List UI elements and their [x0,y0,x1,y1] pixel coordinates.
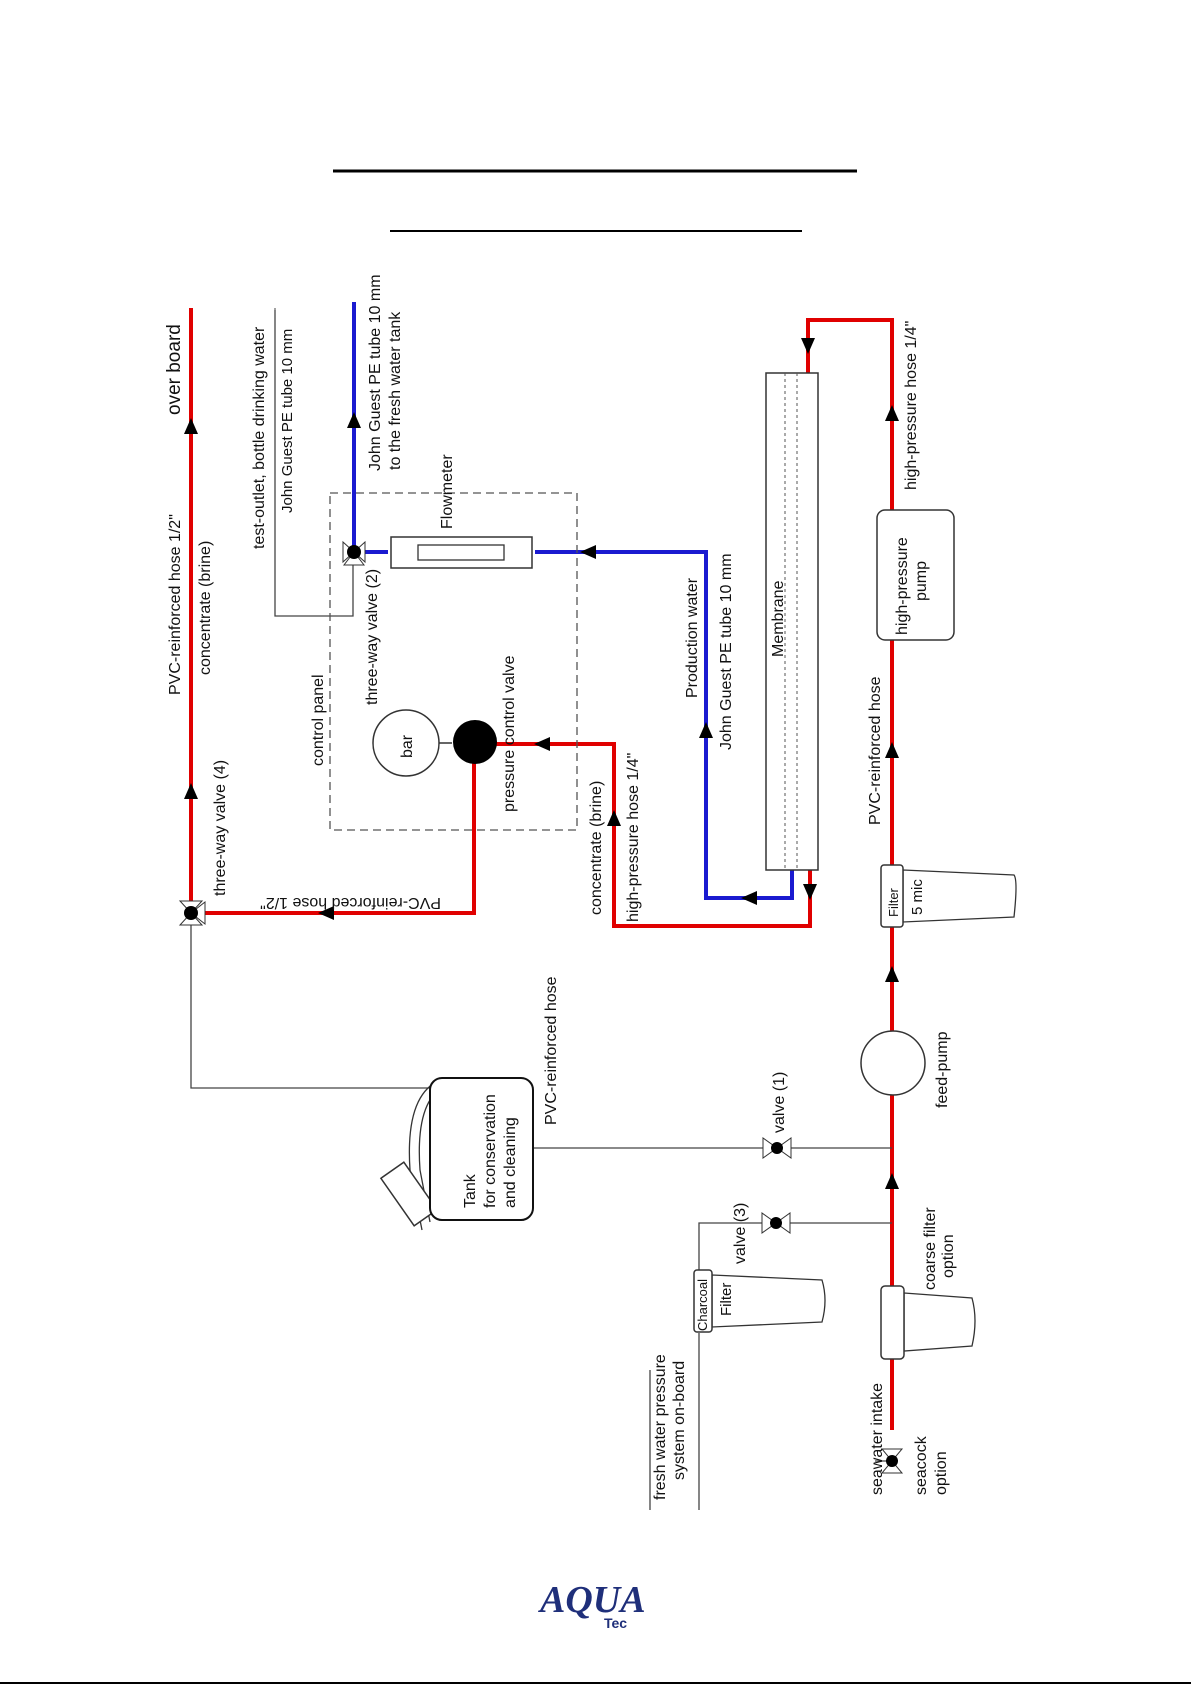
label-tank-2: for conservation [482,1094,499,1208]
conservation-tank [379,1077,534,1231]
arrow-to-flowmeter [580,545,596,559]
three-way-valve-2 [342,540,366,566]
label-flowmeter: Flowmeter [439,454,456,529]
label-coarse-option: option [940,1234,957,1278]
arrow-prod-2 [741,891,757,905]
label-hp-hose-quarter-mid: high-pressure hose 1/4" [625,753,642,922]
pvc-half-line [191,735,476,915]
label-fresh-water-2: system on-board [671,1361,688,1480]
logo-sub: Tec [604,1615,627,1631]
label-concentrate-brine-top: concentrate (brine) [197,541,214,675]
valve-1 [762,1137,792,1159]
flow-arrows [184,338,899,1189]
valve-3 [761,1212,791,1234]
label-tank-3: and cleaning [502,1117,519,1208]
label-john-guest-prod: John Guest PE tube 10 mm [718,553,735,750]
high-pressure-pump [876,509,955,641]
membrane-to-flowmeter [535,550,794,900]
arrow-pvc-bottom [318,906,334,920]
label-pvc-hose-right: PVC-reinforced hose [867,676,884,825]
aquatec-logo: AQUA Tec [538,1579,646,1631]
arrow-filter [885,966,899,982]
label-fresh-water-1: fresh water pressure [652,1354,669,1500]
coarse-filter [880,1285,976,1360]
label-pressure-control-valve: pressure control valve [501,655,518,812]
label-charcoal: Charcoal [695,1279,710,1331]
label-john-guest-fresh: John Guest PE tube 10 mm [367,274,384,471]
label-bar: bar [399,734,416,758]
arrow-hp-mid [607,810,621,826]
pressure-control-valve [453,720,497,764]
label-seawater-intake: seawater intake [869,1383,886,1495]
membrane [765,372,819,871]
label-hp-pump-2: pump [913,561,930,601]
five-micron-filter [880,864,1017,928]
arrow-prod [699,722,713,738]
arrow-membrane-bottom [803,884,817,900]
charcoal-filter [693,1269,826,1333]
hp-quarter-line [474,742,812,928]
flowmeter [390,536,533,569]
arrow-main-bottom [885,1173,899,1189]
diagram-labels: over board PVC-reinforced hose 1/2" conc… [164,274,957,1500]
logo-main: AQUA [538,1579,646,1621]
label-filter: Filter [886,887,901,917]
label-seacock-option: option [933,1451,950,1495]
arrow-to-pcv [534,737,550,751]
label-three-way-valve-2: three-way valve (2) [364,569,381,705]
arrow-pvc-right [885,742,899,758]
label-hp-hose-quarter-right: high-pressure hose 1/4" [903,321,920,490]
label-production-water: Production water [684,577,701,698]
label-seacock: seacock [913,1435,930,1495]
label-three-way-valve-4: three-way valve (4) [212,760,229,896]
label-feed-pump: feed-pump [934,1031,951,1108]
label-control-panel: control panel [310,674,327,766]
arrow-membrane-top [801,338,815,354]
seacock-valve [880,1448,904,1474]
label-tank-1: Tank [462,1173,479,1208]
hp-pump-line [806,318,894,510]
label-pvc-hose-half-bottom: PVC-reinforced hose 1/2" [260,894,441,911]
label-valve-1: valve (1) [771,1072,788,1133]
label-membrane: Membrane [770,580,787,657]
label-test-outlet: test-outlet, bottle drinking water [251,326,268,549]
label-valve-3: valve (3) [732,1203,749,1264]
label-filter-charcoal: Filter [718,1283,735,1316]
arrow-overboard-2 [184,783,198,799]
label-over-board: over board [164,324,185,415]
arrow-fresh [347,412,361,428]
label-pvc-hose-tank: PVC-reinforced hose [543,976,560,1125]
three-way-valve-4 [178,900,206,926]
feed-pump [860,1030,926,1096]
label-five-mic: 5 mic [909,879,926,915]
label-to-fresh-tank: to the fresh water tank [387,311,404,470]
label-john-guest-test: John Guest PE tube 10 mm [279,329,296,513]
label-coarse-filter: coarse filter [922,1207,939,1290]
control-panel-box [329,492,578,831]
label-hp-pump-1: high-pressure [894,537,911,635]
arrow-overboard [184,418,198,434]
arrow-hp-right [885,405,899,421]
tank-to-valve4 [190,923,436,1089]
label-concentrate-brine-mid: concentrate (brine) [588,781,605,915]
label-pvc-hose-half-top: PVC-reinforced hose 1/2" [167,514,184,695]
